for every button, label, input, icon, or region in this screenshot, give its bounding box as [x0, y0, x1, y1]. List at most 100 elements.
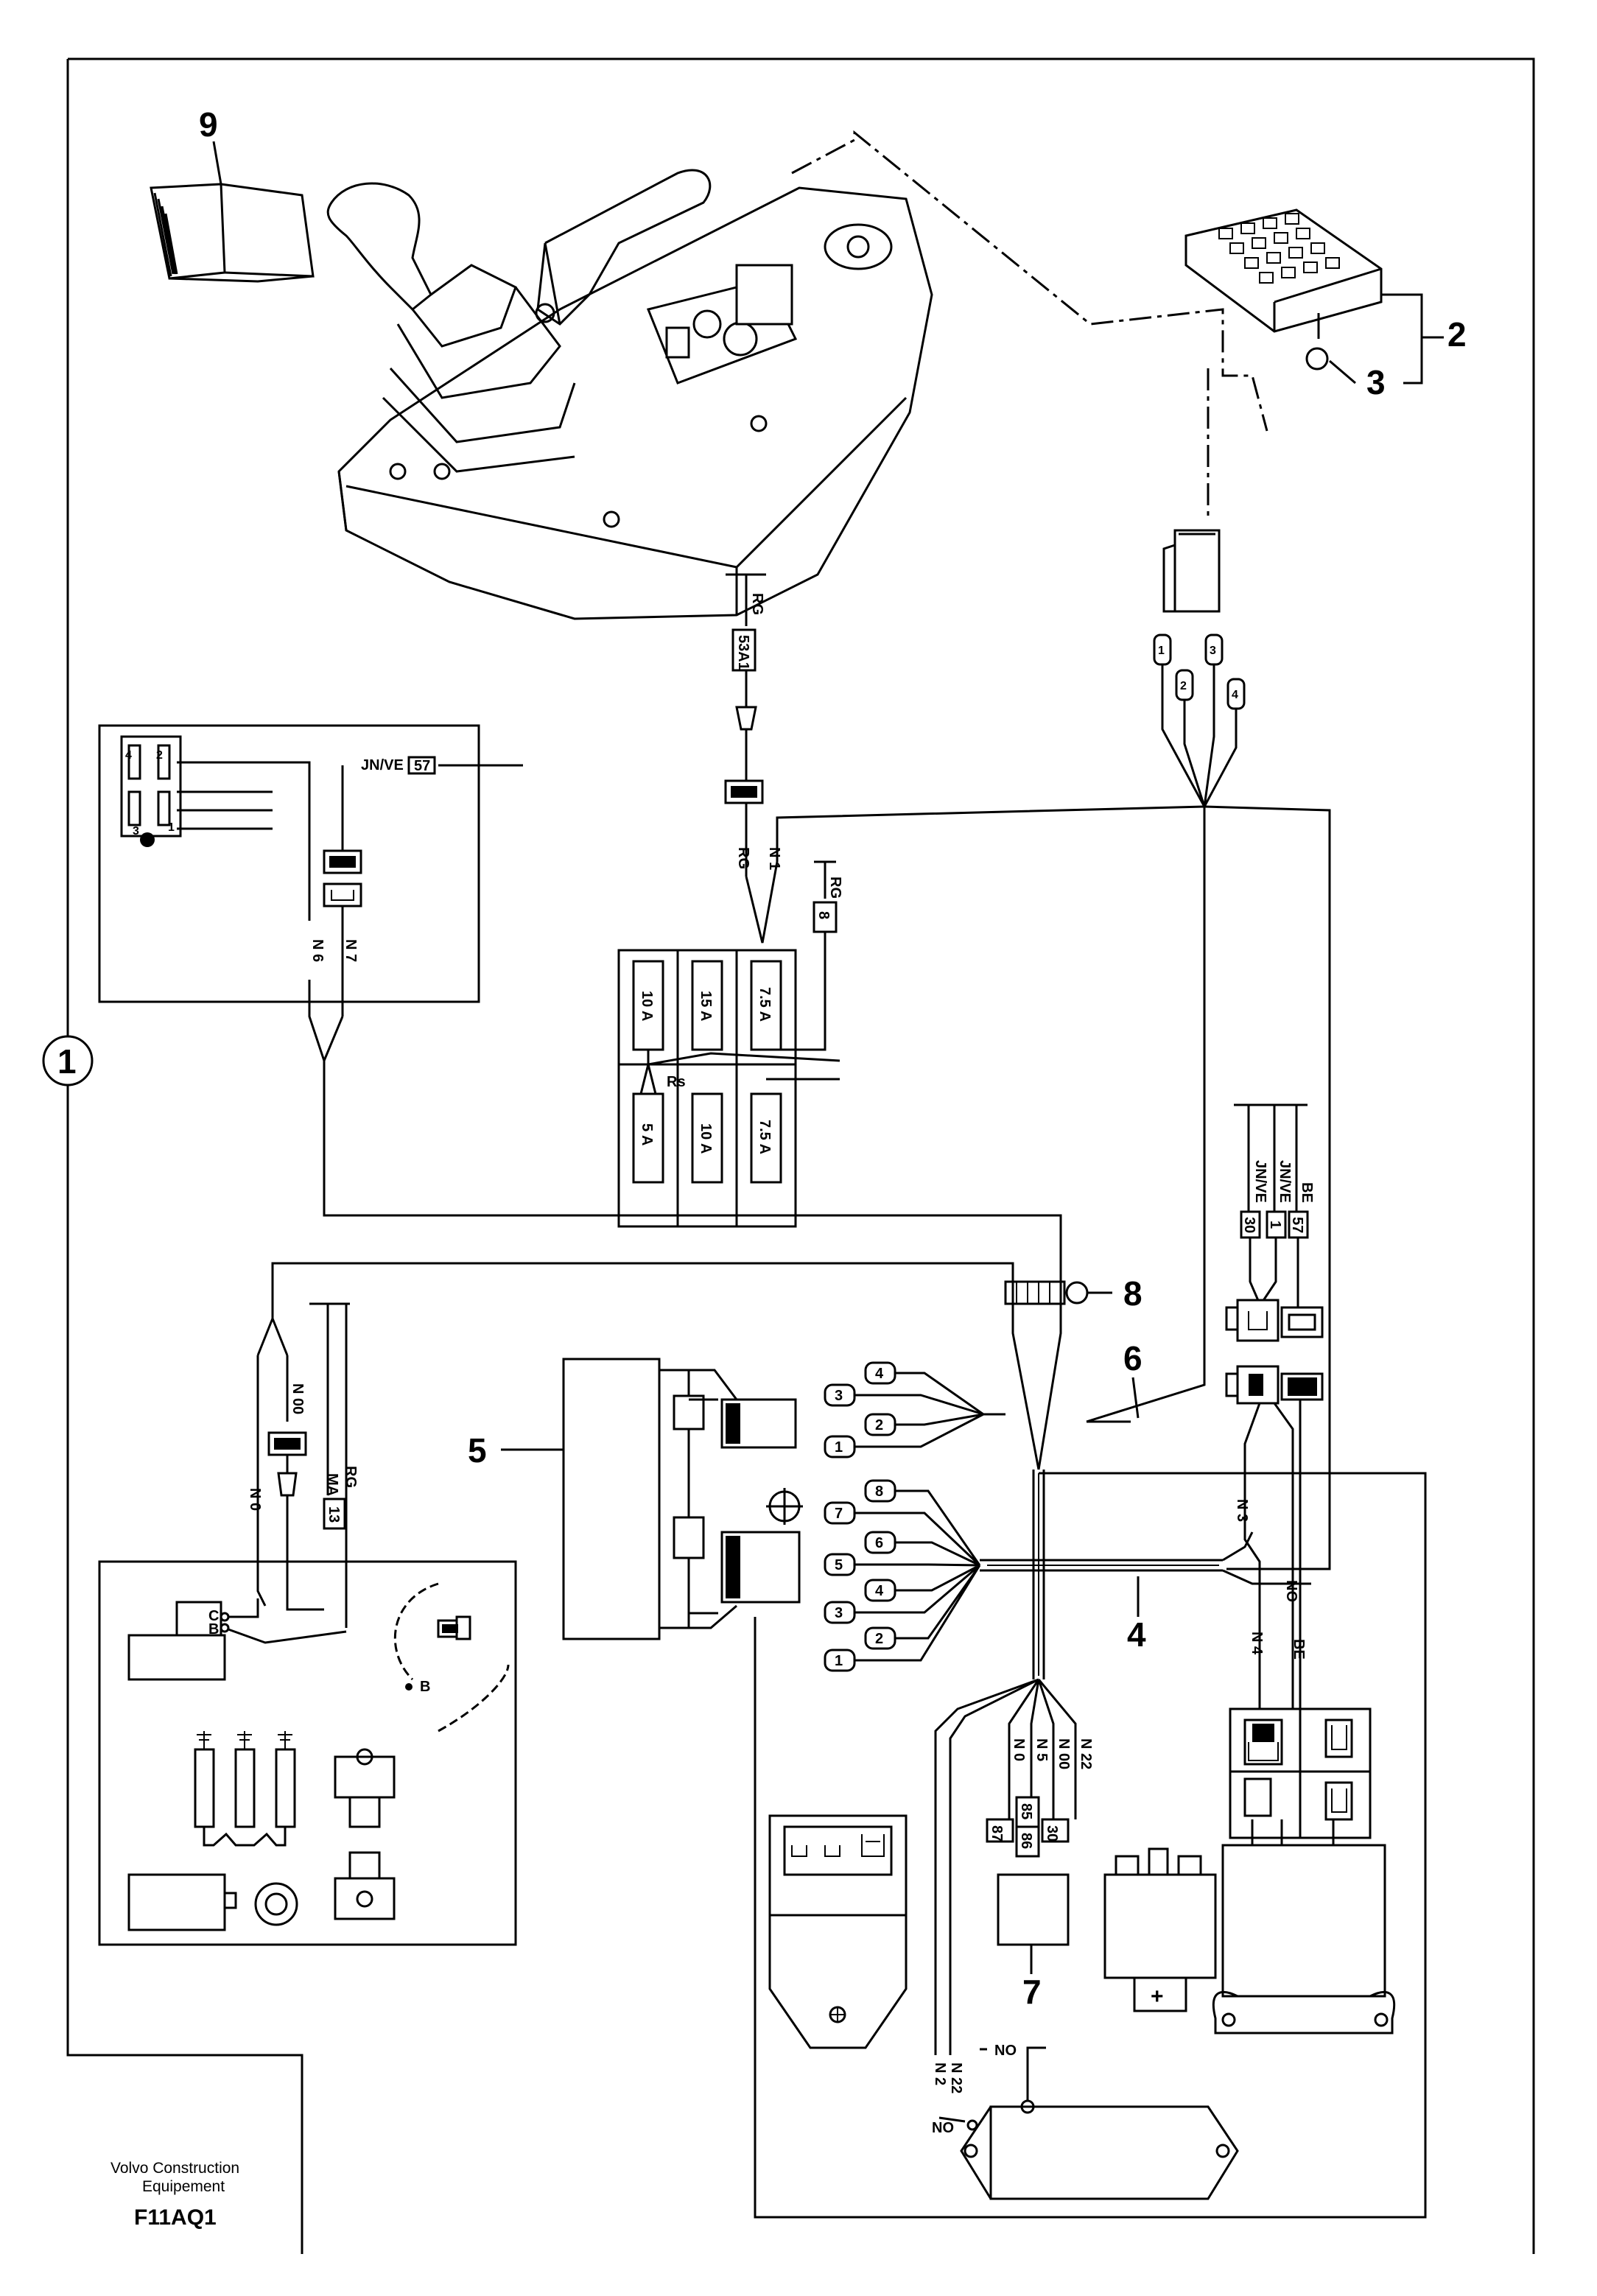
svg-text:8: 8 [815, 911, 832, 919]
svg-text:2: 2 [1180, 680, 1187, 692]
left-relay-socket [768, 1814, 908, 2049]
footer-company-line1: Volvo Construction [110, 2160, 239, 2177]
svg-text:6: 6 [875, 1535, 883, 1551]
svg-text:4: 4 [1232, 689, 1238, 701]
svg-text:1: 1 [835, 1653, 843, 1669]
callout-8: 8 [1123, 1274, 1143, 1313]
footer-company-line2: Equipement [142, 2178, 225, 2195]
svg-text:1: 1 [835, 1439, 843, 1456]
svg-text:MA: MA [324, 1473, 340, 1496]
ignition-switch-box [98, 724, 480, 1003]
callout-4: 4 [1127, 1615, 1146, 1654]
svg-text:BE: BE [1291, 1639, 1307, 1660]
operator-manual-icon [150, 183, 315, 283]
svg-text:30: 30 [1044, 1825, 1060, 1842]
flasher-relay: + [1103, 1847, 1217, 2012]
svg-text:+: + [1151, 1984, 1164, 2009]
fuse-rs-label: Rs [667, 1074, 686, 1090]
main-harness [980, 1470, 1311, 1679]
footer-code: F11AQ1 [134, 2205, 217, 2230]
callout-3: 3 [1366, 363, 1386, 401]
svg-text:JN/VE: JN/VE [361, 757, 404, 773]
svg-text:5: 5 [835, 1557, 843, 1573]
bottom-module [960, 2099, 1239, 2200]
svg-text:1: 1 [1267, 1221, 1283, 1229]
svg-text:N 3: N 3 [1234, 1499, 1250, 1522]
control-unit [562, 1358, 803, 1640]
svg-text:N 4: N 4 [1249, 1632, 1265, 1655]
svg-text:2: 2 [156, 749, 163, 762]
svg-text:N 1: N 1 [766, 847, 782, 870]
callout-2: 2 [1447, 315, 1467, 354]
callout-7: 7 [1022, 1973, 1042, 2011]
svg-text:RG: RG [343, 1466, 359, 1488]
control-console [326, 169, 933, 620]
ignition-switch-pins: 2 4 3 1 [125, 744, 175, 838]
svg-text:3: 3 [835, 1605, 843, 1621]
sensor-components: C B B [127, 1582, 510, 1931]
svg-text:30: 30 [1241, 1217, 1257, 1233]
svg-text:85: 85 [1018, 1803, 1034, 1819]
dashed-link [791, 130, 1268, 519]
fuse-bottom-3: 7.5 A [757, 1120, 773, 1154]
svg-text:N 22: N 22 [948, 2062, 964, 2093]
svg-text:NO: NO [932, 2120, 954, 2136]
svg-text:B: B [420, 1679, 430, 1695]
svg-text:13: 13 [326, 1506, 342, 1523]
fuse-top-2: 15 A [698, 991, 714, 1022]
svg-text:NO: NO [994, 2043, 1017, 2059]
svg-text:N 00: N 00 [289, 1383, 306, 1414]
svg-text:1: 1 [168, 821, 175, 834]
callout-9: 9 [199, 105, 218, 144]
svg-text:BE: BE [1299, 1182, 1315, 1203]
svg-text:1: 1 [1158, 645, 1165, 657]
svg-text:N 0: N 0 [1011, 1738, 1027, 1761]
svg-text:NO: NO [1283, 1580, 1299, 1602]
fuse-top-1: 10 A [639, 991, 655, 1022]
callout-1-circle [42, 1035, 94, 1086]
keypad-unit [1184, 208, 1383, 371]
svg-text:57: 57 [1289, 1217, 1305, 1233]
callout-6: 6 [1123, 1339, 1143, 1377]
svg-text:JN/VE: JN/VE [1252, 1160, 1268, 1203]
svg-text:3: 3 [133, 825, 139, 838]
relay-connectors [1225, 1299, 1324, 1405]
fuse-top-3: 7.5 A [757, 987, 773, 1022]
svg-text:N 7: N 7 [343, 939, 359, 962]
svg-text:RG: RG [749, 593, 765, 615]
svg-text:C: C [208, 1608, 219, 1624]
fuse-bottom-2: 10 A [698, 1123, 714, 1154]
callout-5: 5 [468, 1431, 487, 1470]
svg-text:N 00: N 00 [1056, 1738, 1072, 1769]
svg-text:4: 4 [875, 1583, 884, 1599]
svg-text:3: 3 [835, 1388, 843, 1404]
svg-text:4: 4 [125, 749, 132, 762]
svg-text:8: 8 [875, 1484, 883, 1500]
lower-pin-group: 8 7 6 5 4 3 2 1 [824, 1479, 896, 1672]
svg-text:4: 4 [875, 1366, 884, 1382]
svg-text:N 0: N 0 [247, 1488, 263, 1511]
svg-text:2: 2 [875, 1417, 883, 1433]
svg-text:87: 87 [989, 1825, 1005, 1842]
callout-1: 1 [57, 1042, 77, 1081]
keypad-pins: 1 2 3 4 [1153, 633, 1246, 710]
svg-text:N 6: N 6 [309, 939, 326, 962]
svg-text:53A1: 53A1 [735, 635, 751, 670]
svg-text:57: 57 [414, 758, 430, 774]
fuse-bottom-1: 5 A [639, 1123, 655, 1145]
fuse-block [617, 949, 797, 1228]
svg-text:N 5: N 5 [1033, 1738, 1050, 1761]
svg-text:RG: RG [735, 847, 751, 869]
svg-text:N 22: N 22 [1078, 1738, 1094, 1769]
sensor-box [98, 1560, 517, 1946]
right-relay-holder [1212, 1707, 1396, 2035]
svg-text:2: 2 [875, 1631, 883, 1647]
svg-text:JN/VE: JN/VE [1277, 1160, 1293, 1203]
svg-text:7: 7 [835, 1506, 843, 1522]
svg-text:N 2: N 2 [932, 2062, 948, 2085]
svg-text:B: B [208, 1621, 219, 1637]
svg-text:3: 3 [1210, 645, 1216, 657]
keypad-connector [1162, 529, 1221, 613]
upper-pin-group: 4 3 2 1 [824, 1361, 896, 1458]
